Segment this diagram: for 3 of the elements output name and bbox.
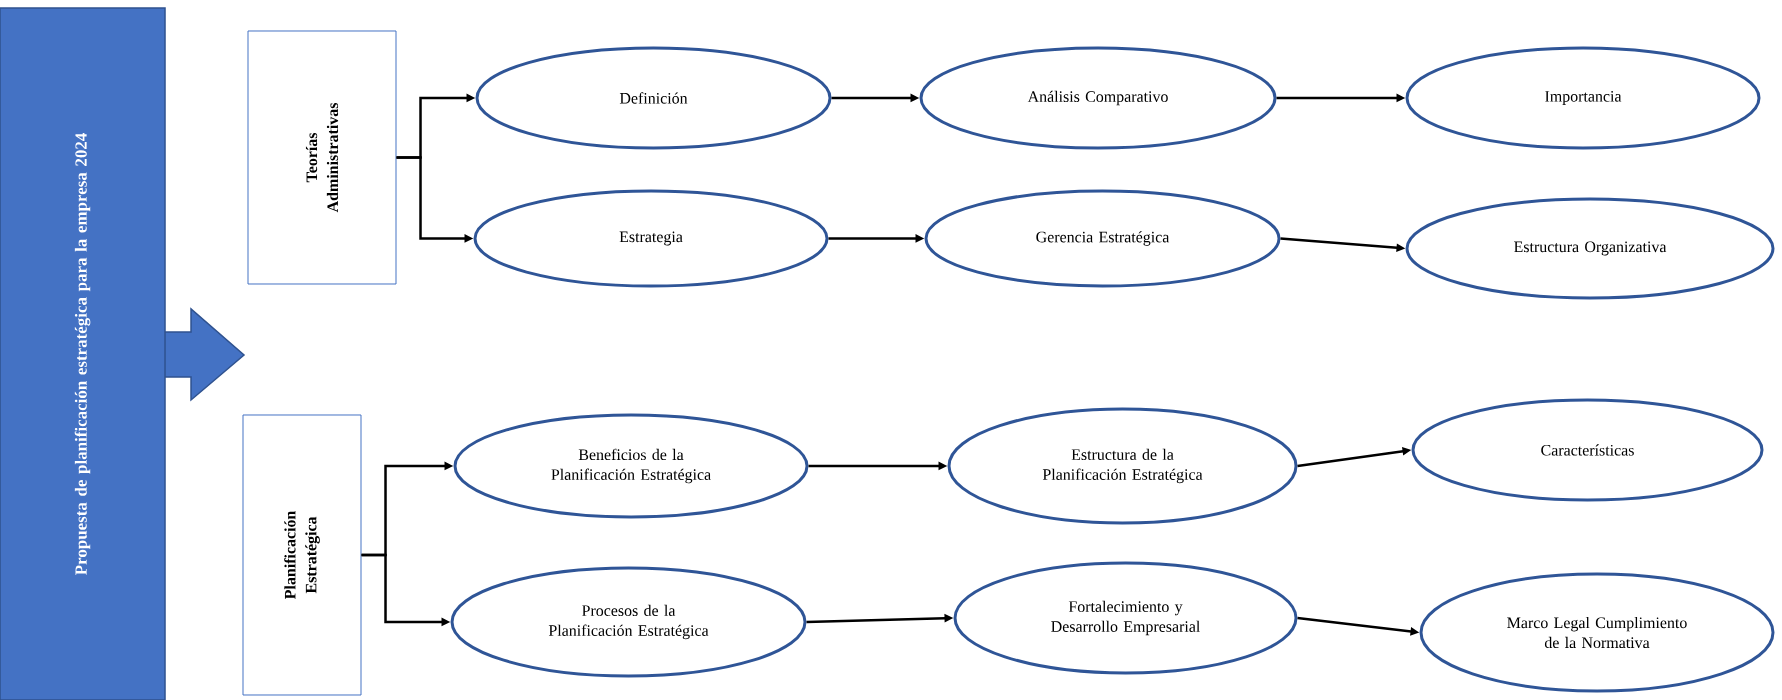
category-box: Teorías Administrativas [247,30,397,285]
category-box: Planificación Estratégica [242,414,362,696]
title-band: Propuesta de planificación estratégica para la empresa 2024 [0,7,166,700]
